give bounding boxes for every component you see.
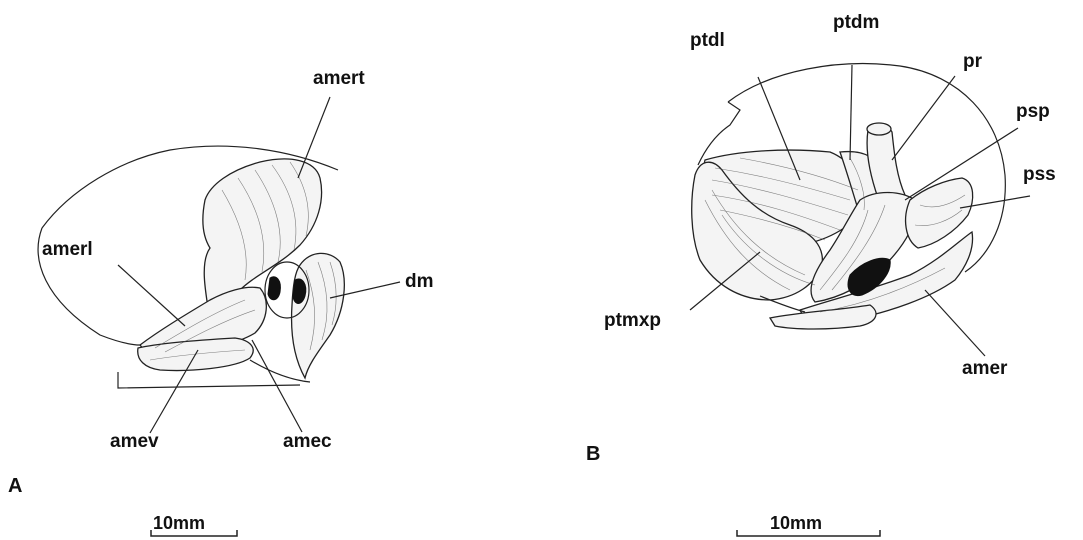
label-ptdm: ptdm — [833, 12, 879, 33]
panel-b-pss-muscle — [906, 178, 973, 248]
label-ptdl: ptdl — [690, 30, 725, 51]
panel-a-dm-muscle — [292, 253, 345, 378]
scale-label-a: 10mm — [153, 513, 205, 533]
panel-letter-a: A — [8, 475, 22, 497]
label-ptmxp: ptmxp — [604, 310, 661, 331]
leader-pr — [892, 76, 955, 160]
label-pss: pss — [1023, 164, 1056, 185]
label-amerl: amerl — [42, 239, 93, 260]
panel-a-dark-spot-1 — [268, 277, 280, 300]
scale-label-b: 10mm — [770, 513, 822, 533]
label-amev: amev — [110, 431, 159, 452]
label-amec: amec — [283, 431, 332, 452]
label-pr: pr — [963, 51, 983, 72]
label-amer: amer — [962, 358, 1008, 379]
panel-a-drawing — [38, 146, 344, 388]
label-amert: amert — [313, 68, 365, 89]
leader-amerl — [118, 265, 185, 326]
panel-b-drawing — [692, 64, 1006, 329]
panel-b-pr-knob — [867, 123, 891, 135]
leader-ptdm — [850, 65, 852, 160]
panel-letter-b: B — [586, 443, 600, 465]
panel-a-dark-spot-2 — [293, 279, 306, 304]
leader-amert — [298, 97, 330, 178]
leader-amer — [925, 290, 985, 356]
label-dm: dm — [405, 271, 434, 292]
label-psp: psp — [1016, 101, 1050, 122]
